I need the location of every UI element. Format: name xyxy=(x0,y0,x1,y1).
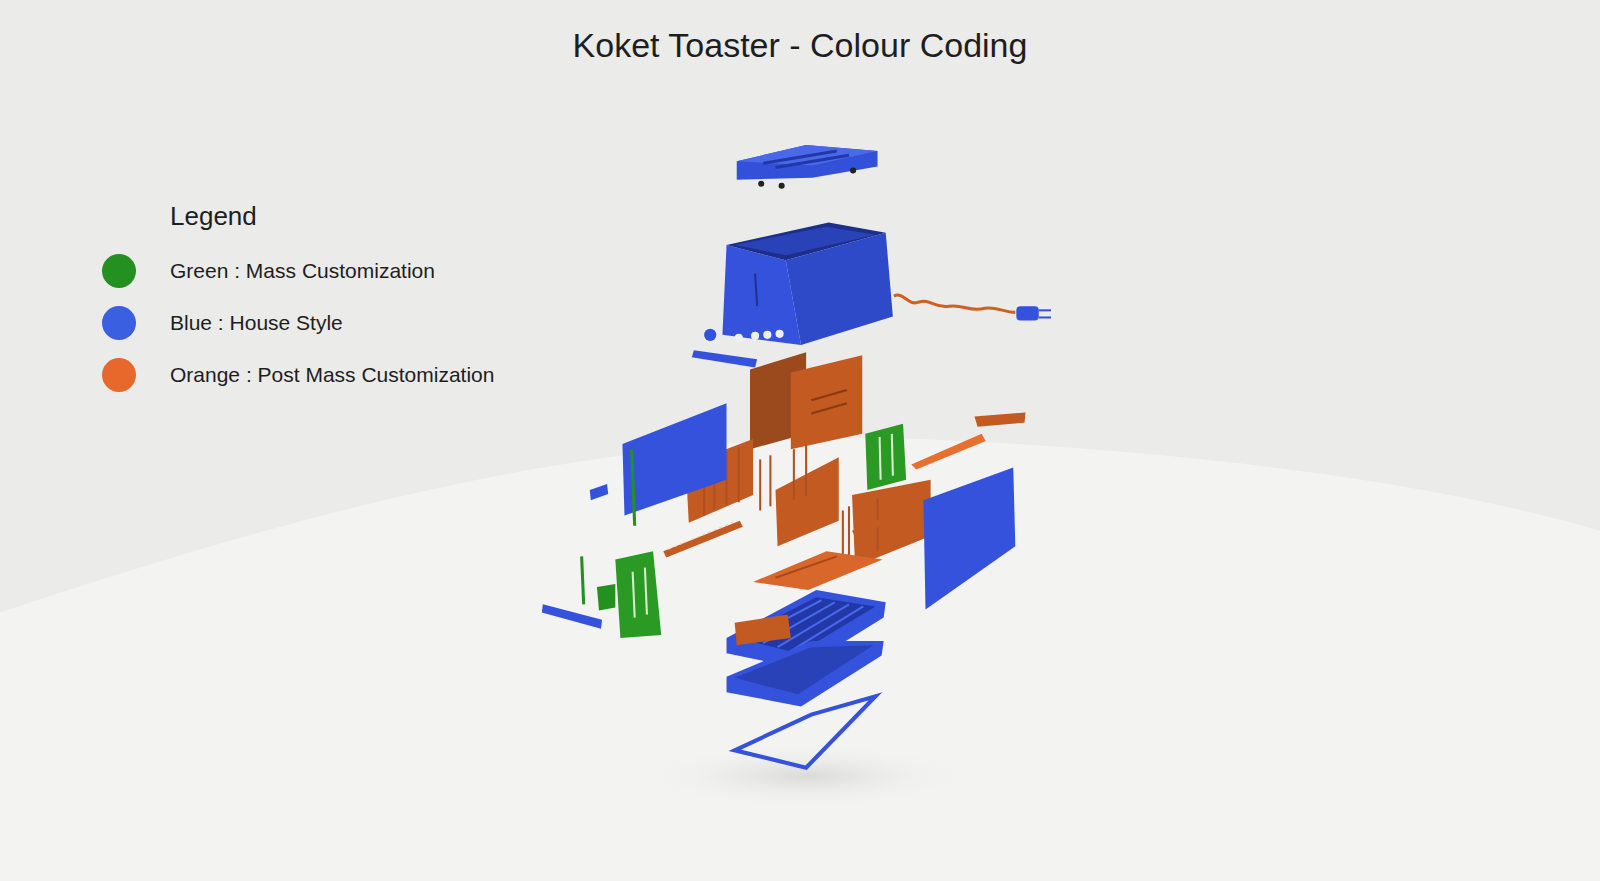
legend-swatch xyxy=(102,358,136,392)
power-cable xyxy=(894,295,1051,321)
side-panels xyxy=(542,403,1015,629)
legend-text: Blue : House Style xyxy=(170,311,343,335)
ground-mound xyxy=(0,438,1600,881)
body-shell xyxy=(692,223,893,368)
shadow xyxy=(653,745,959,806)
legend-text: Green : Mass Customization xyxy=(170,259,435,283)
legend-swatch xyxy=(102,254,136,288)
legend-swatch xyxy=(102,306,136,340)
legend-text: Orange : Post Mass Customization xyxy=(170,363,494,387)
lid xyxy=(737,145,878,189)
title: Koket Toaster - Colour Coding xyxy=(0,26,1600,65)
trays-base xyxy=(727,590,886,768)
legend-heading: Legend xyxy=(170,201,257,232)
